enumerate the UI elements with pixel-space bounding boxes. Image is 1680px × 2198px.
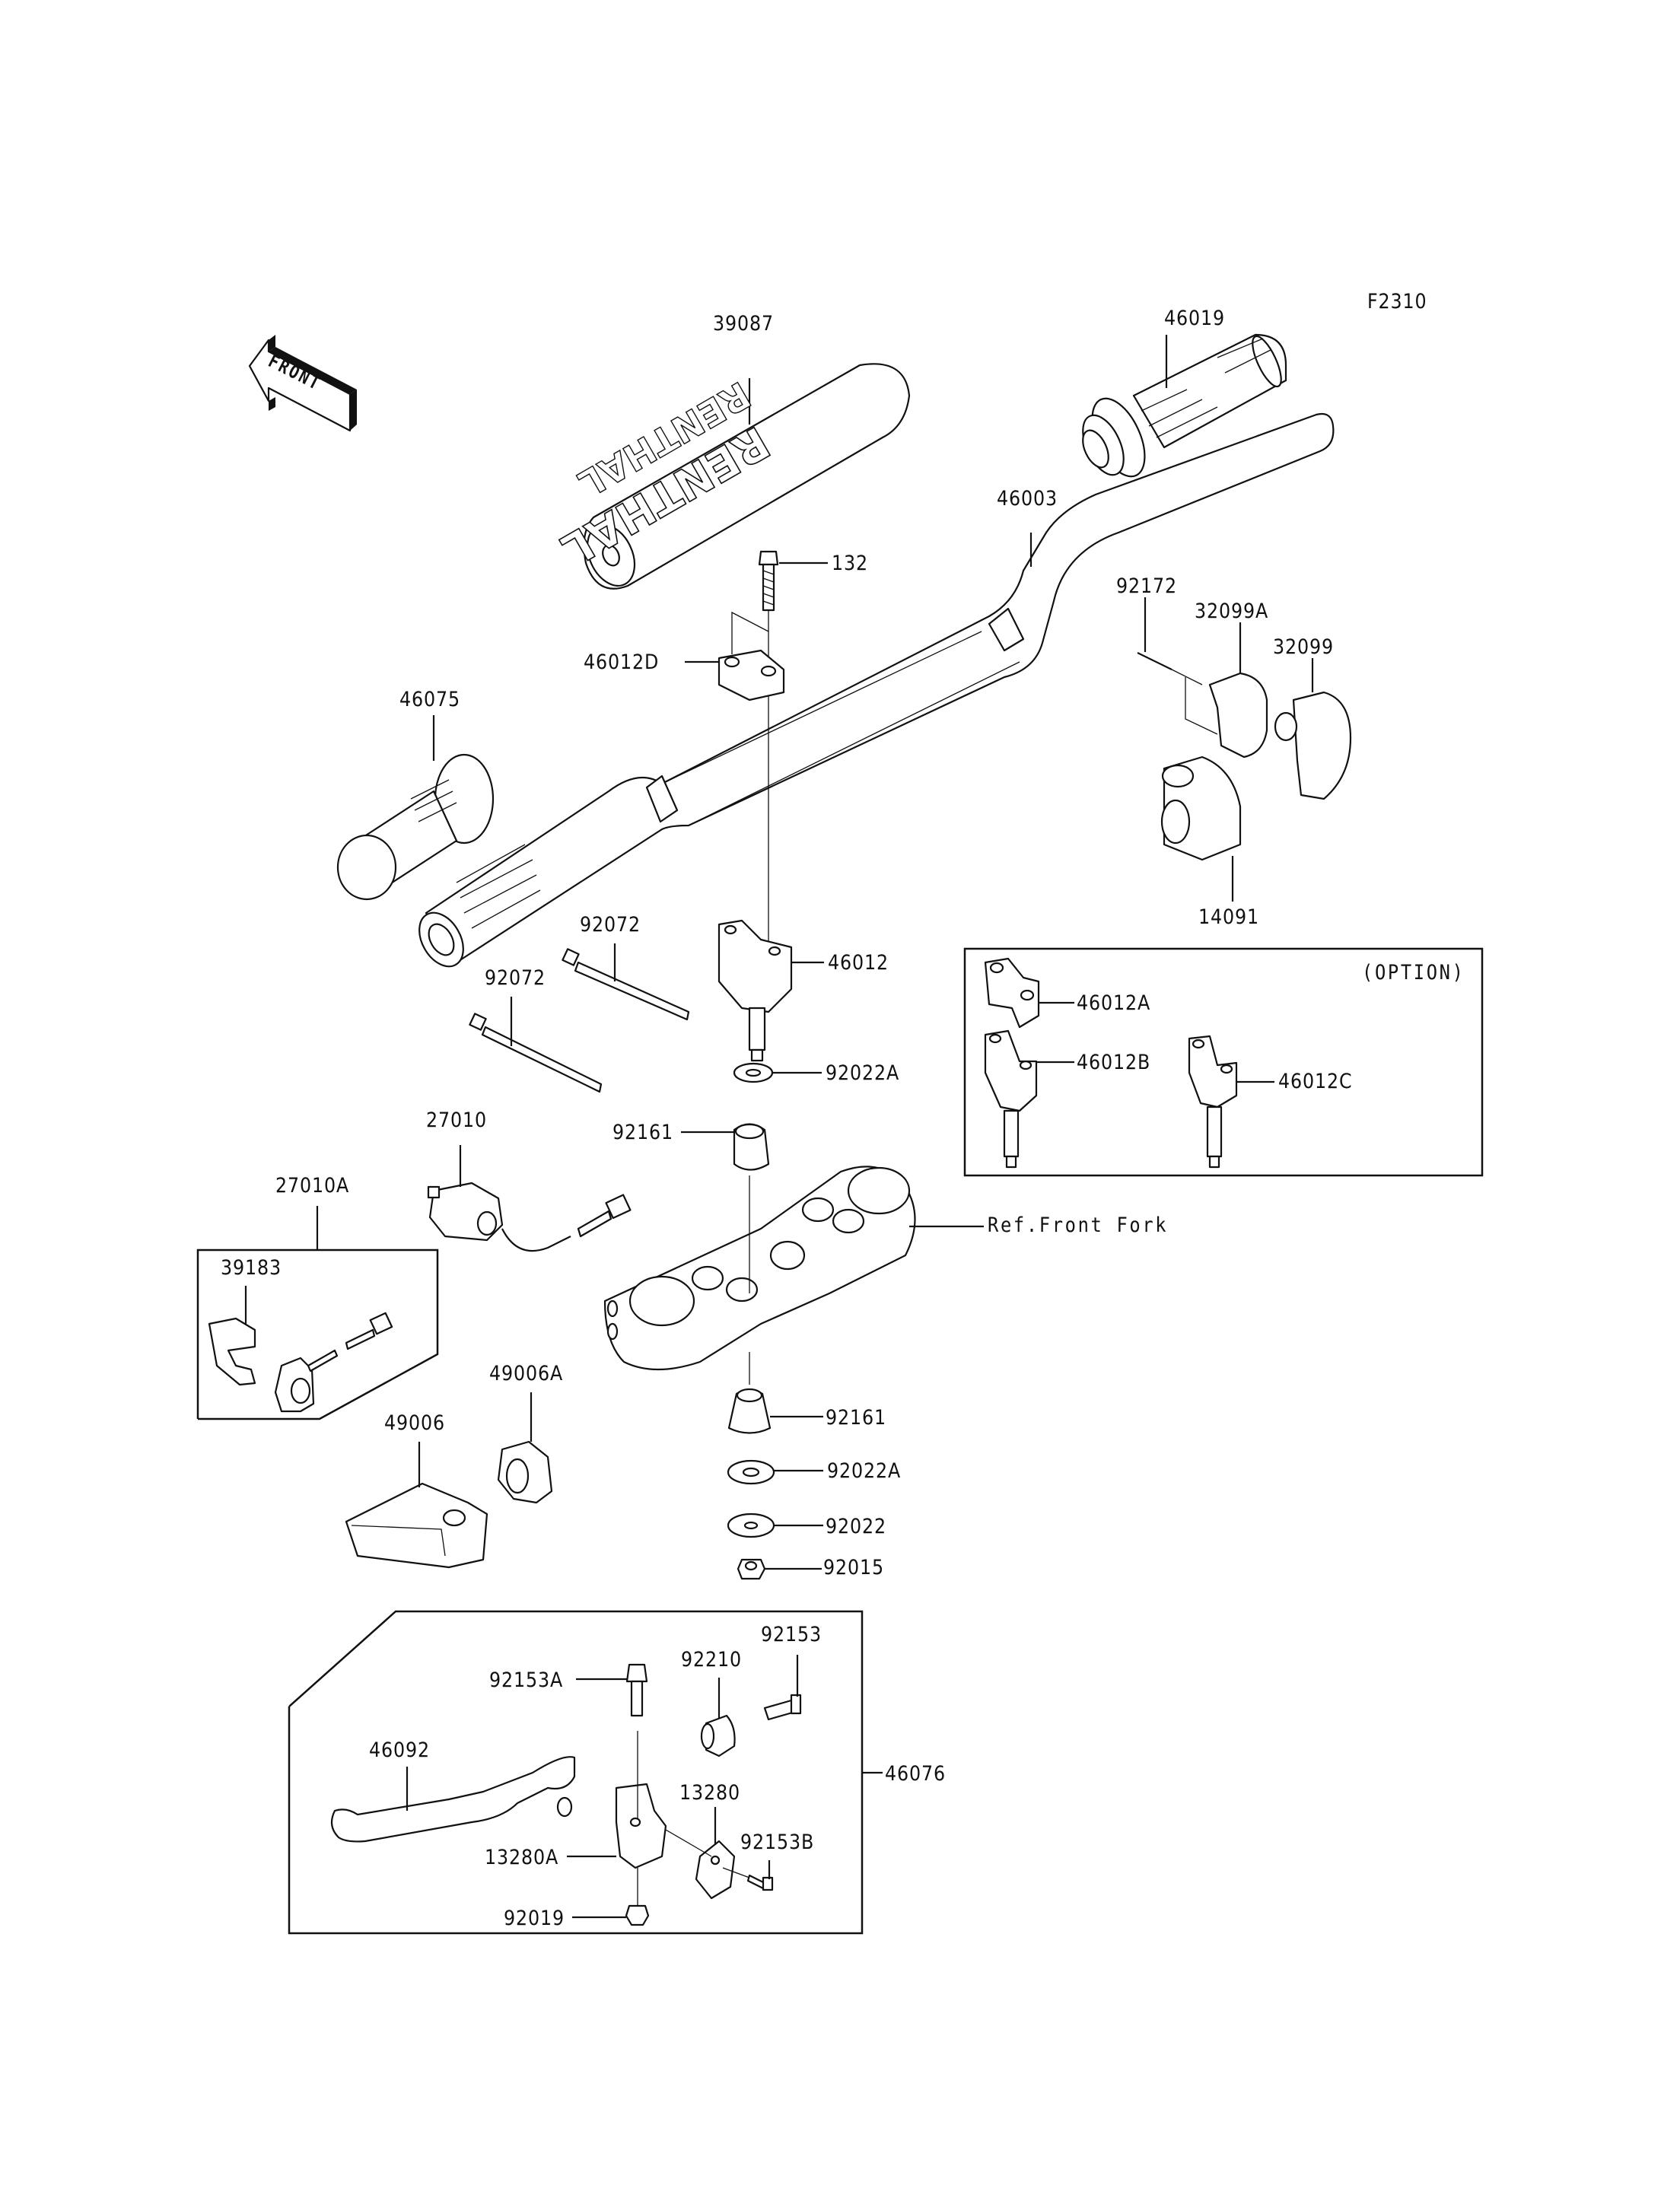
part-label-46012B: 46012B [1077,1051,1151,1074]
part-label-46012C: 46012C [1278,1070,1353,1093]
throttle-grip-drawing [1074,332,1287,484]
clamp-bolt-b-drawing [723,1860,772,1890]
clutch-lever-drawing [332,1757,574,1841]
part-label-92153B: 92153B [740,1831,815,1854]
part-label-46012D: 46012D [584,650,660,674]
part-label-92153: 92153 [761,1623,822,1646]
throttle-housing-drawing [1138,597,1351,902]
part-label-92019: 92019 [504,1907,565,1930]
cable-ties-drawing [469,943,689,1092]
part-label-132: 132 [832,552,869,575]
option-title: (OPTION) [1362,961,1465,984]
option-parts-drawing [985,959,1274,1167]
switch-assembly-frame [198,1206,438,1419]
cover-drawing [346,1442,487,1567]
adjuster-drawing [702,1678,735,1756]
part-label-27010A: 27010A [275,1174,350,1198]
handlebar-drawing [410,414,1333,974]
part-label-39183: 39183 [221,1256,282,1280]
part-label-92161-lower: 92161 [826,1406,886,1430]
left-grip-drawing [338,715,493,899]
triple-clamp-drawing [605,1124,984,1385]
part-label-92072-upper: 92072 [580,913,641,937]
adjuster-bolt-drawing [765,1655,800,1719]
part-label-92072-lower: 92072 [485,966,546,990]
part-label-32099A: 32099A [1195,600,1269,623]
part-label-92022A-lower: 92022A [827,1459,902,1483]
part-label-46003: 46003 [997,487,1058,511]
pivot-bolt-drawing [576,1665,647,1716]
switch-assembly-drawing [209,1286,392,1411]
adjuster-nut-drawing [498,1392,552,1503]
holder-clamp-drawing [666,1807,734,1898]
part-label-27010: 27010 [426,1109,487,1132]
part-label-92022: 92022 [826,1515,886,1538]
handlebar-holder-drawing [719,921,824,1082]
upper-clamp-drawing [685,612,784,700]
part-label-49006A: 49006A [489,1362,564,1385]
engine-stop-switch-drawing [428,1145,630,1251]
bolt-132-drawing [759,552,828,962]
reference-front-fork-label: Ref.Front Fork [988,1214,1169,1237]
front-arrow-icon [250,335,357,431]
clutch-lever-assembly-frame [289,1611,883,1933]
part-label-92161-upper: 92161 [612,1121,673,1144]
part-label-46092: 46092 [369,1738,430,1762]
part-label-13280A: 13280A [485,1846,559,1869]
part-label-49006: 49006 [384,1411,445,1435]
lower-stack-drawing [728,1389,823,1579]
option-box-frame [965,949,1482,1175]
part-label-46076: 46076 [885,1762,946,1786]
figure-code-label: F2310 [1367,290,1427,313]
part-label-46075: 46075 [399,688,460,711]
lever-holder-drawing [567,1731,666,1925]
part-label-46019: 46019 [1164,307,1225,330]
part-label-46012A: 46012A [1077,991,1151,1015]
part-label-92210: 92210 [681,1648,742,1672]
part-label-92172: 92172 [1116,574,1177,598]
part-label-14091: 14091 [1198,905,1259,929]
part-label-92153A: 92153A [489,1668,564,1692]
part-label-92015: 92015 [823,1556,884,1579]
part-label-32099: 32099 [1273,635,1334,659]
part-label-13280: 13280 [679,1781,740,1805]
part-label-92022A-upper: 92022A [826,1061,900,1085]
part-label-39087: 39087 [713,312,774,336]
part-label-46012: 46012 [828,951,889,975]
